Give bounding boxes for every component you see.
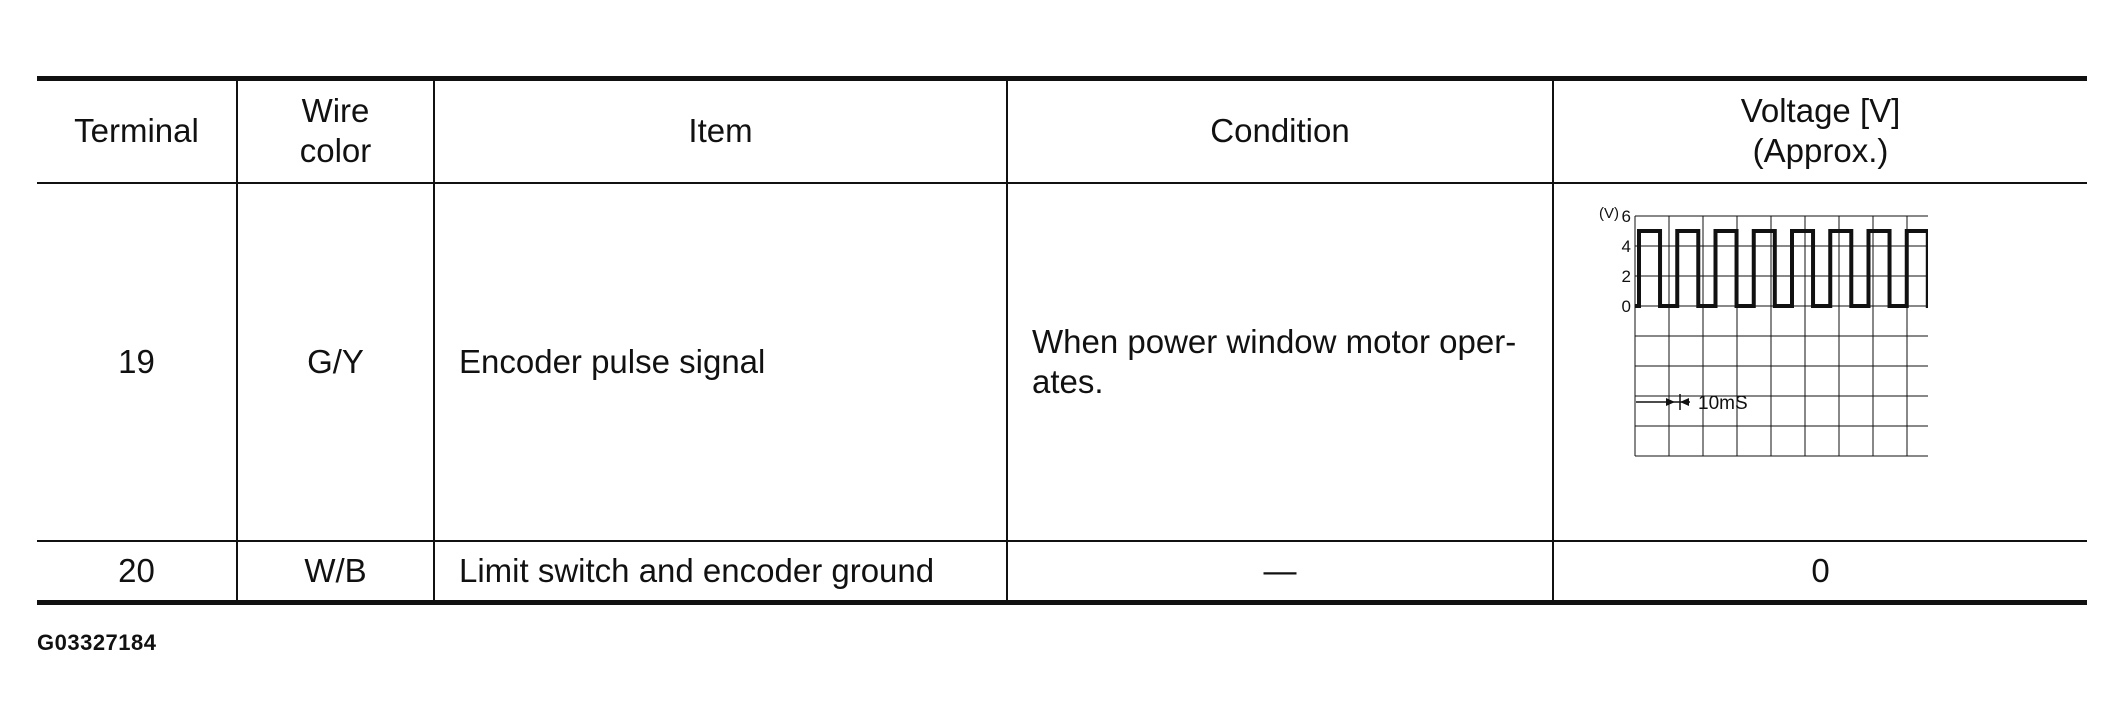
cell-terminal: 20 [37,540,238,605]
header-row: Terminal Wire color Item Condition Volta… [37,76,2087,184]
cell-voltage-waveform: (V) 6 4 2 0 10mS [1552,182,2087,542]
header-terminal: Terminal [37,76,238,184]
table-row: 19 G/Y Encoder pulse signal When power w… [37,182,2087,542]
scope-y-tick-label: 2 [1622,267,1631,286]
time-scale-arrow-left [1680,397,1689,406]
header-voltage-line2: (Approx.) [1752,132,1889,170]
header-item: Item [433,76,1008,184]
scope-unit-label: (V) [1599,205,1619,222]
header-condition-label: Condition [1210,112,1350,150]
cell-voltage: 0 [1552,540,2087,605]
figure-code: G03327184 [37,630,157,655]
terminal-spec-table: Terminal Wire color Item Condition Volta… [37,76,2087,605]
cell-condition-text: When power window motor oper- ates. [1032,322,1517,400]
cell-wire-color: W/B [236,540,435,605]
header-wire-color-line1: Wire [301,92,370,130]
scope-y-tick-label: 0 [1622,297,1631,316]
cell-condition: When power window motor oper- ates. [1006,182,1554,542]
scope-y-tick-label: 4 [1622,237,1631,256]
cell-item: Encoder pulse signal [433,182,1008,542]
time-scale-arrow-right [1666,397,1675,406]
header-wire-color: Wire color [236,76,435,184]
oscilloscope-waveform: (V) 6 4 2 0 10mS [1599,205,1928,456]
header-wire-color-line2: color [299,132,372,170]
scope-y-ticks: 6 4 2 0 [1622,207,1631,316]
scope-y-tick-label: 6 [1622,207,1631,226]
scope-time-scale: 10mS [1636,393,1748,414]
header-voltage-line1: Voltage [V] [1740,92,1901,130]
header-item-label: Item [688,112,753,150]
cell-item: Limit switch and encoder ground [433,540,1008,605]
pulse-waveform-line [1635,228,1928,308]
time-scale-label: 10mS [1698,393,1748,414]
header-terminal-label: Terminal [74,112,199,150]
header-voltage: Voltage [V] (Approx.) [1552,76,2087,184]
cell-wire-color: G/Y [236,182,435,542]
cell-terminal: 19 [37,182,238,542]
header-condition: Condition [1006,76,1554,184]
table-row: 20 W/B Limit switch and encoder ground —… [37,540,2087,605]
cell-condition: — [1006,540,1554,605]
